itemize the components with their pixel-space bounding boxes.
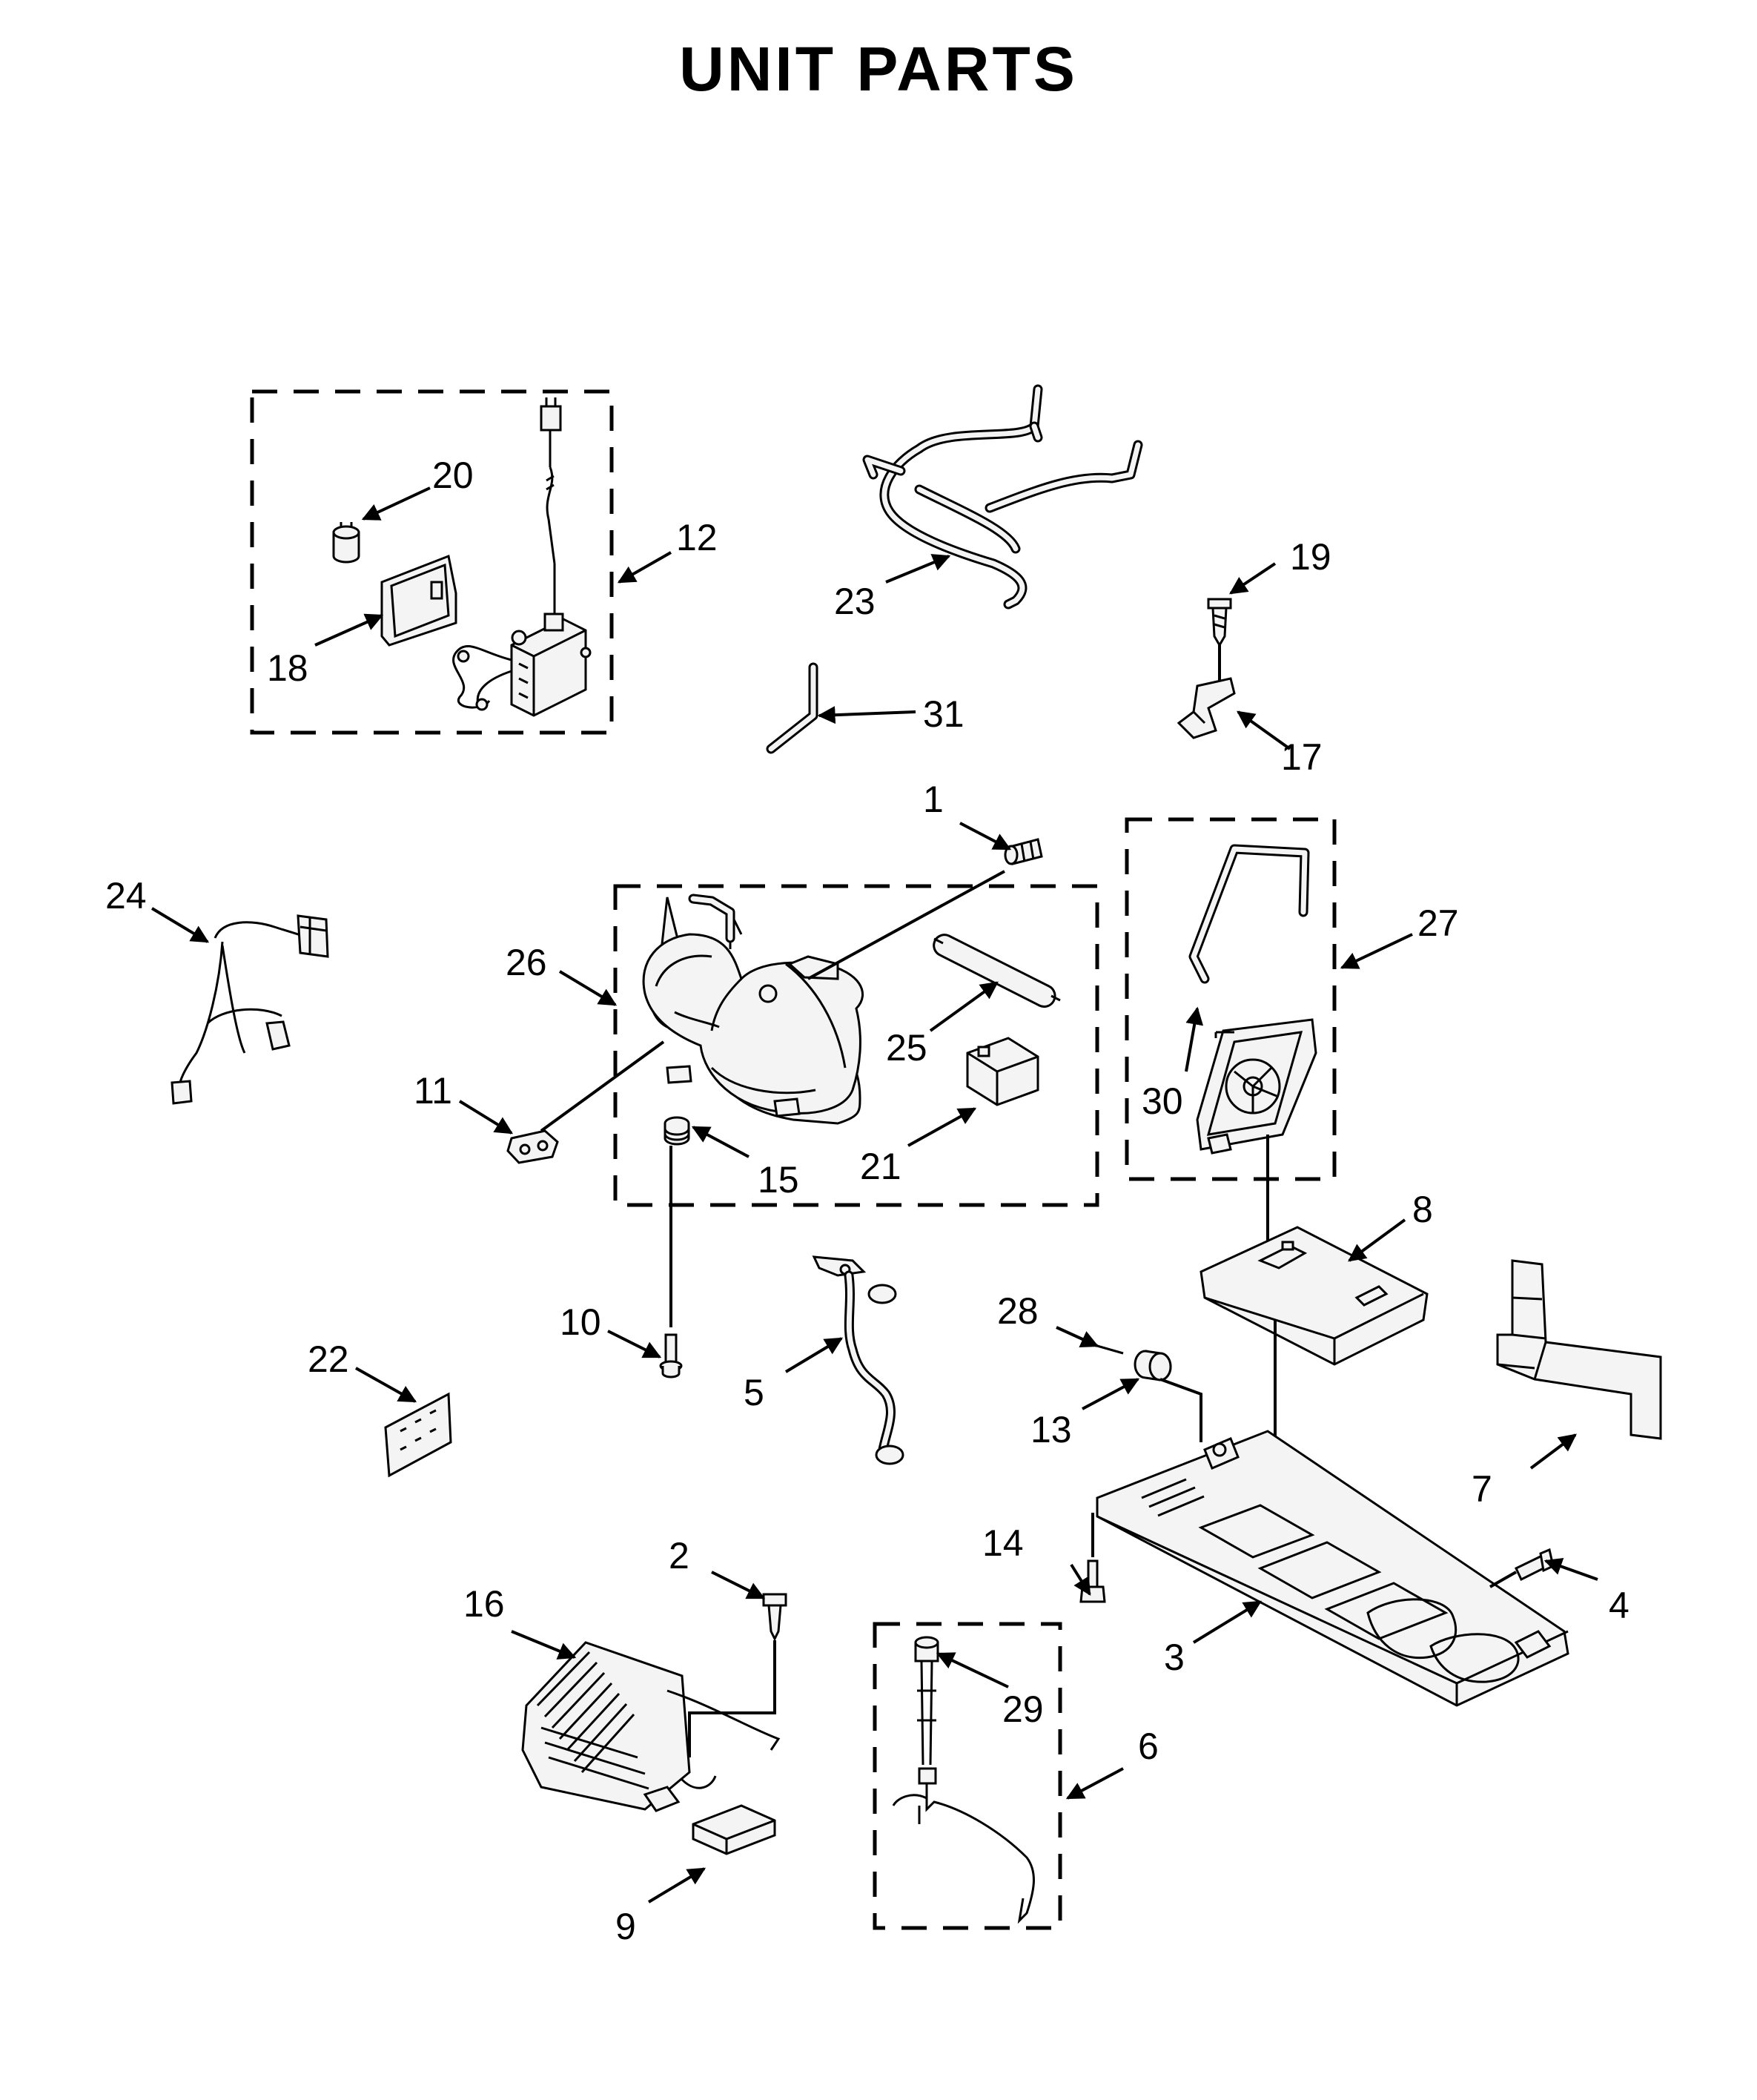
callout-23: 23 [834,581,876,622]
callout-3: 3 [1164,1637,1185,1678]
assembly-box-26 [613,884,1099,1207]
callout-20: 20 [432,455,474,496]
callout-24: 24 [105,875,147,917]
callout-labels: 20 18 12 23 19 17 31 1 24 26 27 30 25 11… [105,455,1629,1947]
callout-4: 4 [1609,1585,1629,1626]
callout-13: 13 [1030,1409,1072,1450]
part-24-wire-harness [171,914,329,1105]
part-20-capacitor [332,522,360,564]
part-16-condenser [521,1641,781,1812]
part-25-drier [933,934,1061,1008]
part-8-housing-tray [1200,1226,1429,1366]
part-9-pad [692,1804,776,1855]
assembly-box-12 [250,389,614,735]
part-31-drain-tube [766,662,818,754]
part-3-base-plate [1096,1430,1569,1707]
callout-18: 18 [267,647,308,689]
part-23-tubing [862,384,1143,610]
part-2-screw [762,1593,787,1642]
callout-6: 6 [1138,1726,1159,1767]
part-11-clip [506,1129,559,1164]
callout-2: 2 [669,1535,689,1576]
assembly-box-6 [873,1622,1062,1930]
callout-29: 29 [1002,1688,1044,1730]
callout-8: 8 [1412,1189,1433,1230]
part-14-bolt [1079,1559,1106,1603]
part-6-valve-tubing [892,1636,1035,1924]
part-15-grommet [664,1116,690,1146]
callout-17: 17 [1281,736,1323,778]
leader-lines [150,486,1598,1903]
part-26-compressor [642,894,864,1125]
page-title: UNIT PARTS [679,34,1078,104]
callout-12: 12 [676,517,718,558]
callout-19: 19 [1290,536,1331,578]
callout-21: 21 [860,1146,901,1187]
part-4-screw [1515,1548,1555,1582]
assembly-box-27 [1125,817,1337,1181]
part-27-fan-assembly [1188,844,1317,1155]
callout-27: 27 [1417,902,1459,944]
callout-10: 10 [560,1301,601,1343]
callout-11: 11 [414,1070,452,1112]
callout-30: 30 [1142,1080,1183,1122]
callout-25: 25 [886,1027,927,1069]
part-1-plug [1004,838,1043,865]
callout-22: 22 [308,1338,349,1380]
callout-9: 9 [615,1906,636,1947]
part-18-board-cover [380,554,457,647]
part-12-control-box [452,397,592,717]
part-28-pin [1096,1344,1124,1355]
callout-26: 26 [506,942,547,983]
callout-14: 14 [982,1522,1024,1564]
callout-28: 28 [997,1290,1039,1332]
callout-15: 15 [758,1159,799,1201]
part-17-bracket [1177,677,1236,739]
callout-7: 7 [1472,1468,1492,1510]
part-13-grommet [1134,1350,1172,1381]
callout-1: 1 [923,779,944,820]
part-7-insulation [1496,1259,1662,1440]
part-5-drain-hose [812,1255,904,1465]
part-10-bolt [659,1333,683,1378]
part-22-label-plate [384,1392,452,1478]
part-19-screw [1207,598,1232,647]
callout-5: 5 [744,1372,764,1413]
callout-31: 31 [923,693,964,735]
callout-16: 16 [463,1583,505,1625]
part-21-relay [966,1037,1039,1106]
